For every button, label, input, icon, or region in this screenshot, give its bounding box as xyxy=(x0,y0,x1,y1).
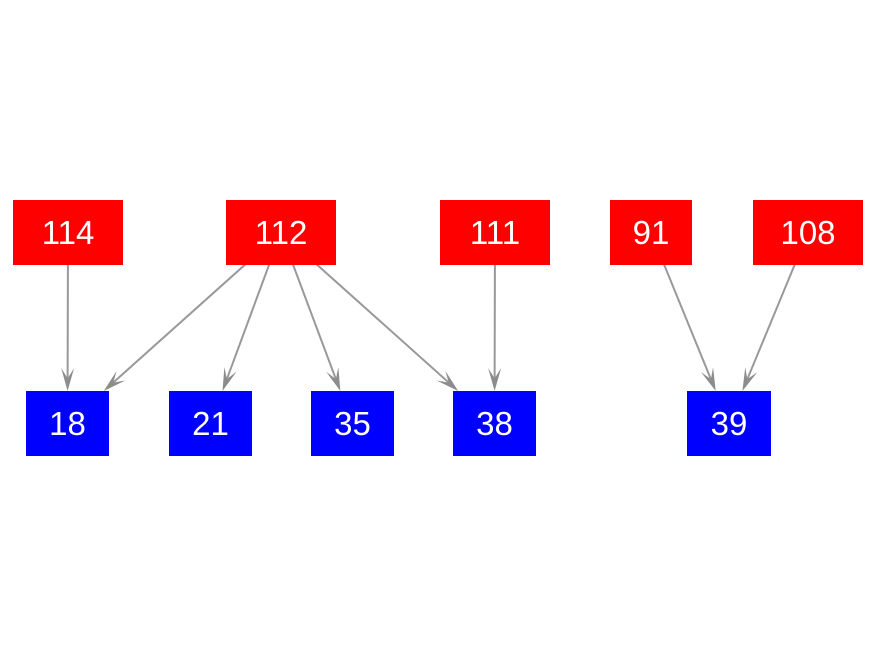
node-label: 114 xyxy=(41,214,95,251)
node-21[interactable]: 21 xyxy=(169,391,252,456)
node-38[interactable]: 38 xyxy=(453,391,536,456)
arrowhead-112-18 xyxy=(103,370,126,391)
arrowhead-91-39 xyxy=(701,367,716,391)
arrowhead-111-38 xyxy=(488,367,502,391)
node-label: 112 xyxy=(254,214,308,251)
node-label: 91 xyxy=(632,214,670,251)
arrowhead-112-35 xyxy=(326,367,341,391)
node-label: 108 xyxy=(780,214,836,251)
node-112[interactable]: 112 xyxy=(226,200,336,265)
node-39[interactable]: 39 xyxy=(687,391,771,456)
arrowhead-112-38 xyxy=(436,370,459,391)
arrowhead-108-39 xyxy=(742,367,758,391)
arrowhead-112-21 xyxy=(222,367,237,391)
node-label: 111 xyxy=(469,214,521,251)
node-91[interactable]: 91 xyxy=(610,200,692,265)
node-18[interactable]: 18 xyxy=(26,391,109,456)
node-label: 35 xyxy=(334,405,371,442)
node-114[interactable]: 114 xyxy=(13,200,123,265)
arrowhead-114-18 xyxy=(61,367,75,391)
node-label: 39 xyxy=(710,405,748,442)
node-108[interactable]: 108 xyxy=(753,200,863,265)
node-label: 18 xyxy=(49,405,86,442)
node-label: 38 xyxy=(476,405,513,442)
node-label: 21 xyxy=(192,405,229,442)
node-35[interactable]: 35 xyxy=(311,391,394,456)
node-111[interactable]: 111 xyxy=(440,200,550,265)
